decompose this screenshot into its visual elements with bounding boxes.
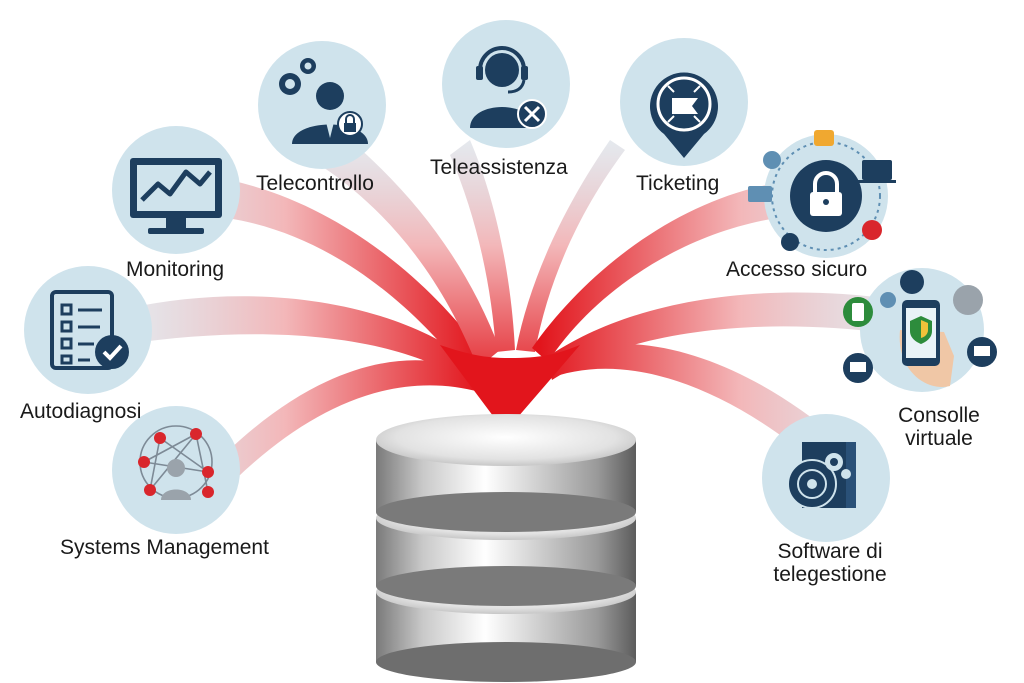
label-software-telegestione: Software di telegestione (773, 540, 886, 586)
ribbon-accesso-sicuro (532, 180, 800, 362)
person-gears-lock-icon (279, 58, 368, 144)
label-autodiagnosi: Autodiagnosi (20, 400, 142, 423)
ribbon-consolle-virtuale (546, 292, 900, 380)
ribbon-telecontrollo (320, 140, 500, 368)
label-software-telegestione-line-1: Software di (777, 540, 883, 563)
label-accesso-sicuro: Accesso sicuro (726, 258, 868, 281)
label-consolle-virtuale: Consolle virtuale (898, 404, 980, 450)
label-ticketing: Ticketing (636, 172, 720, 195)
label-systems-management: Systems Management (60, 536, 269, 559)
ribbon-teleassistenza (450, 140, 515, 352)
label-telecontrollo: Telecontrollo (256, 172, 374, 195)
checklist-icon (50, 290, 129, 370)
phone-devices-icon (843, 270, 997, 387)
ticket-pin-icon (650, 72, 719, 158)
label-software-telegestione-line-2: telegestione (773, 563, 887, 586)
monitor-chart-icon (130, 158, 222, 234)
label-consolle-virtuale-line-1: Consolle (898, 404, 980, 427)
label-teleassistenza: Teleassistenza (430, 156, 568, 179)
ribbon-monitoring (200, 175, 480, 372)
software-disc-gear-icon (787, 442, 856, 509)
label-consolle-virtuale-line-2: virtuale (905, 427, 973, 450)
central-arrow-head (440, 345, 580, 432)
label-monitoring: Monitoring (126, 258, 225, 281)
padlock-network-icon (748, 130, 896, 251)
ribbon-ticketing (516, 140, 625, 352)
node-circle-autodiagnosi (24, 266, 152, 394)
network-person-icon (138, 425, 214, 500)
database-icon (376, 414, 636, 682)
ribbon-autodiagnosi (120, 296, 470, 384)
headset-agent-icon (470, 46, 547, 129)
